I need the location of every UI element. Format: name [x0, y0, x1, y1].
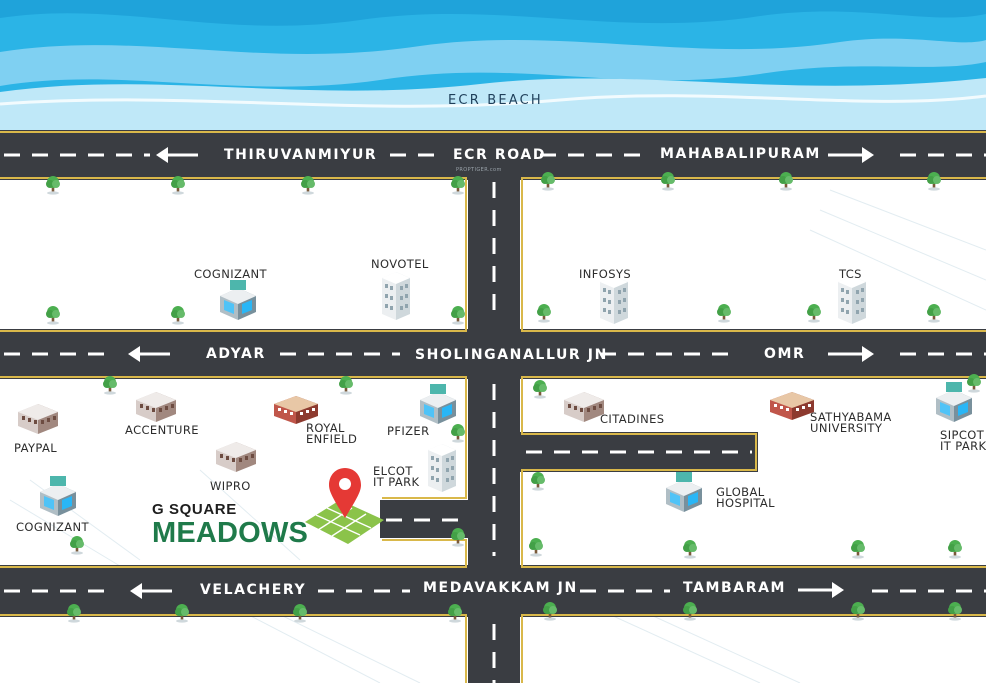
landmark-cognizant: COGNIZANT	[194, 267, 267, 281]
road-label-ecr-road: ECR ROAD	[453, 147, 547, 163]
landmark-royal-enfield-line2: ENFIELD	[306, 432, 358, 446]
landmark-sathyabama-line2: UNIVERSITY	[810, 421, 883, 435]
road-network	[0, 130, 986, 683]
landmark-elcot-line1: ELCOT	[373, 464, 413, 478]
road-label-omr: OMR	[764, 346, 806, 362]
landmark-wipro: WIPRO	[210, 479, 251, 493]
landmark-sipcot-line2: IT PARK	[940, 439, 986, 453]
novotel-building-icon	[382, 272, 410, 320]
landmark-sathyabama-line1: SATHYABAMA	[810, 410, 892, 424]
landmark-global-hospital-line1: GLOBAL	[716, 485, 765, 499]
paypal-building-icon	[18, 404, 58, 434]
project-brand-main: MEADOWS	[152, 517, 309, 549]
landmark-citadines: CITADINES	[600, 412, 665, 426]
project-brand: G SQUARE MEADOWS	[152, 501, 309, 549]
tree-icon	[529, 538, 543, 557]
tree-icon	[967, 374, 981, 393]
road-label-adyar: ADYAR	[206, 346, 266, 362]
road-label-medavakkam-jn: MEDAVAKKAM JN	[423, 580, 578, 596]
tree-icon	[533, 380, 547, 399]
landmark-accenture: ACCENTURE	[125, 423, 199, 437]
tree-icon	[175, 604, 189, 623]
tree-icon	[103, 376, 117, 395]
landmark-royal-enfield-line1: ROYAL	[306, 421, 345, 435]
road-label-mahabalipuram: MAHABALIPURAM	[660, 146, 821, 162]
tree-icon	[46, 306, 60, 325]
landmark-elcot-line2: IT PARK	[373, 475, 420, 489]
landmark-novotel: NOVOTEL	[371, 257, 429, 271]
tree-icon	[927, 172, 941, 191]
citadines-building-icon	[564, 392, 604, 422]
tree-icon	[717, 304, 731, 323]
tree-icon	[451, 306, 465, 325]
tree-icon	[851, 602, 865, 621]
sea-label: ECR BEACH	[448, 93, 543, 108]
background-lines	[9, 189, 986, 683]
wipro-building-icon	[216, 442, 256, 472]
tree-icon	[67, 604, 81, 623]
tree-icon	[927, 304, 941, 323]
accenture-building-icon	[136, 392, 176, 422]
tree-icon	[70, 536, 84, 555]
tree-icon	[46, 176, 60, 195]
tree-icon	[171, 306, 185, 325]
landmark-sipcot-line1: SIPCOT	[940, 428, 985, 442]
tree-icon	[948, 540, 962, 559]
tree-icon	[451, 424, 465, 443]
landmark-cognizant-2: COGNIZANT	[16, 520, 89, 534]
sea-wave	[0, 38, 986, 87]
tcs-building-icon	[838, 276, 866, 324]
cognizant-building-icon	[220, 280, 256, 320]
pfizer-building-icon	[420, 384, 456, 424]
cognizant-building-icon	[40, 476, 76, 516]
project-brand-top: G SQUARE	[152, 501, 237, 518]
road-label-velachery: VELACHERY	[200, 582, 307, 598]
elcot-building-icon	[428, 444, 456, 492]
tree-icon	[683, 602, 697, 621]
sathyabama-building-icon	[770, 392, 814, 420]
landmark-infosys: INFOSYS	[579, 267, 632, 281]
tree-icon	[537, 304, 551, 323]
tree-icon	[779, 172, 793, 191]
royal-enfield-building-icon	[274, 396, 318, 424]
tree-icon	[948, 602, 962, 621]
tree-icon	[293, 604, 307, 623]
watermark: PROPTIGER.com	[456, 167, 502, 173]
landmark-pfizer: PFIZER	[387, 424, 430, 438]
tree-icon	[543, 602, 557, 621]
tree-icon	[448, 604, 462, 623]
location-pin-icon	[329, 468, 361, 518]
road-label-sholinganallur-jn: SHOLINGANALLUR JN	[415, 347, 608, 363]
landmark-global-hospital-line2: HOSPITAL	[716, 496, 775, 510]
tree-icon	[541, 172, 555, 191]
sipcot-building-icon	[936, 382, 972, 422]
tree-icon	[451, 176, 465, 195]
sea-foam	[0, 94, 986, 108]
tree-icon	[851, 540, 865, 559]
road-label-thiruvanmiyur: THIRUVANMIYUR	[224, 147, 378, 163]
tree-icon	[339, 376, 353, 395]
tree-icon	[531, 472, 545, 491]
sea-wave	[0, 0, 986, 26]
road-label-tambaram: TAMBARAM	[683, 580, 787, 596]
global-hospital-building-icon	[666, 472, 702, 512]
landmark-tcs: TCS	[839, 267, 862, 281]
tree-icon	[171, 176, 185, 195]
tree-icon	[301, 176, 315, 195]
landmark-paypal: PAYPAL	[14, 441, 58, 455]
tree-icon	[661, 172, 675, 191]
infosys-building-icon	[600, 276, 628, 324]
tree-icon	[807, 304, 821, 323]
project-plot	[305, 500, 384, 544]
tree-icon	[683, 540, 697, 559]
tree-icon	[451, 528, 465, 547]
